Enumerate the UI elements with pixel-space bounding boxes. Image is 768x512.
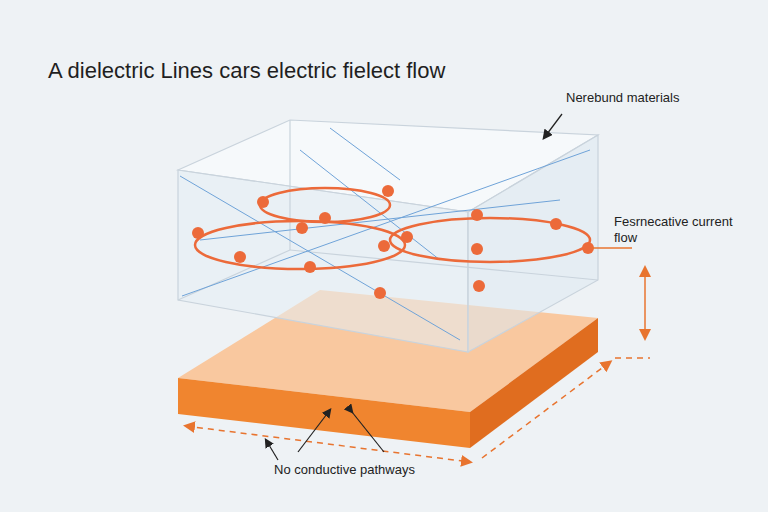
dielectric-block	[178, 120, 598, 352]
dimension-arrow	[644, 268, 646, 338]
charge-dots	[192, 185, 594, 299]
leader-line	[352, 412, 384, 452]
leader-line	[544, 114, 562, 138]
callout-label: Nerebund materials	[566, 90, 679, 106]
charge-loops	[195, 188, 590, 269]
diagram-title: A dielectric Lines cars electric fielect…	[48, 58, 445, 84]
leader-line	[266, 440, 278, 460]
leader-line	[592, 247, 632, 249]
callout-label: Fesrnecative current flow	[614, 214, 734, 247]
dashed-outline	[186, 358, 650, 462]
leader-line	[298, 410, 330, 452]
field-lines	[180, 128, 590, 340]
callout-label: No conductive pathways	[274, 462, 415, 478]
